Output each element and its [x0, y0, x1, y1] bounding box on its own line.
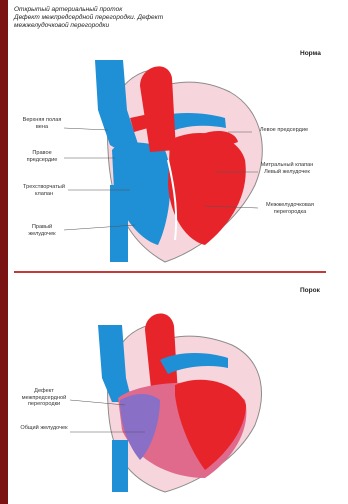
defect-inferior-vena [112, 440, 128, 492]
label-mitral-valve-left-ventricle: Митральный клапан Левый желудочек [258, 162, 316, 175]
defect-heart [70, 314, 261, 492]
label-right-ventricle: Правый желудочек [18, 224, 66, 237]
label-interventricular-septum: Межжелудочковая перегородка [258, 202, 322, 215]
label-left-atrium: Левое предсердие [254, 127, 314, 134]
label-right-atrium: Правое предсердие [18, 150, 66, 163]
normal-heart [64, 60, 262, 262]
label-atrial-septal-defect: Дефект межпредсердной перегородки [18, 388, 70, 408]
label-common-ventricle: Общий желудочек [20, 425, 68, 432]
label-superior-vena-cava: Верхняя полая вена [18, 117, 66, 130]
label-tricuspid-valve: Трехстворчатый клапан [18, 184, 70, 197]
